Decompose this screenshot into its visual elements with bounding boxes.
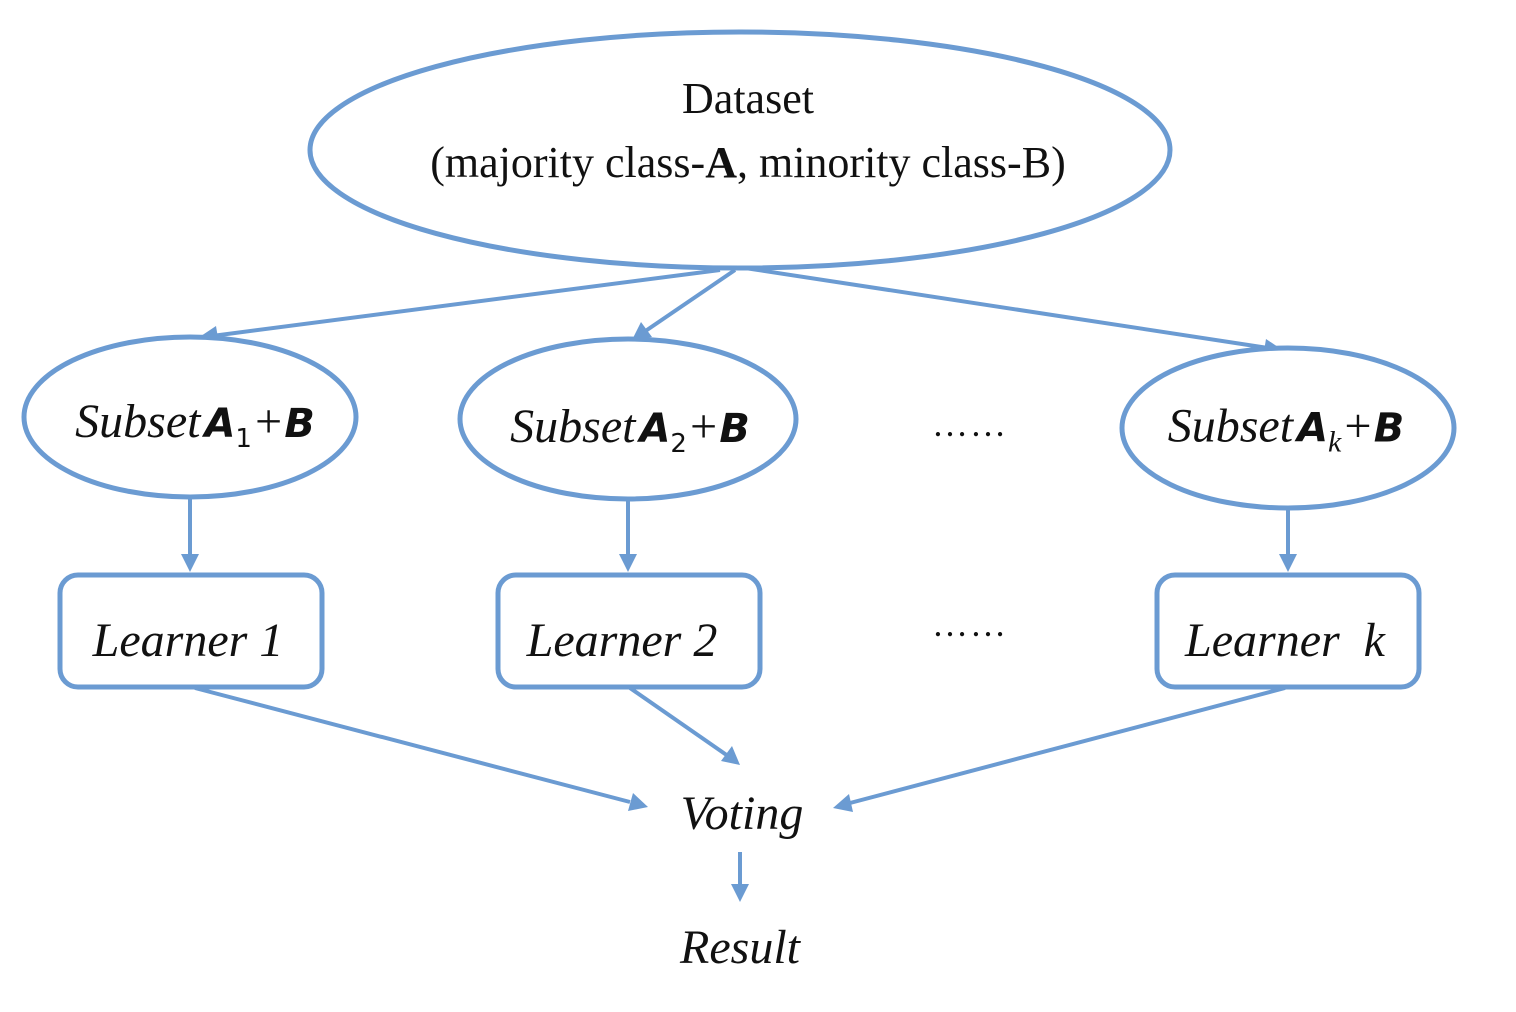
learner-ellipsis: …… bbox=[932, 604, 1008, 644]
subset-index: 2 bbox=[670, 429, 687, 459]
subset-node-1 bbox=[21, 334, 359, 500]
subset-index: k bbox=[1328, 425, 1342, 459]
plus-sign: + bbox=[686, 400, 720, 453]
subset-set-symbol: A bbox=[639, 406, 671, 452]
subset-label-k: Subset Ak+B bbox=[1167, 399, 1405, 459]
subset-word: Subset bbox=[75, 395, 201, 448]
subset-word: Subset bbox=[1167, 399, 1294, 453]
minority-class-label: B bbox=[1021, 138, 1052, 187]
minority-symbol: B bbox=[284, 401, 315, 447]
learner-label-k: Learner k bbox=[1185, 614, 1385, 667]
learner-label-1: Learner 1 bbox=[92, 614, 284, 667]
dataset-title: Dataset bbox=[682, 74, 814, 123]
arrowhead-voting-left bbox=[628, 793, 648, 811]
subset-label-2: Subset A2+B bbox=[510, 400, 750, 459]
arrow-learner-2-to-voting bbox=[628, 686, 730, 758]
subset-ellipsis: …… bbox=[932, 404, 1008, 444]
arrow-learner-k-to-voting bbox=[849, 686, 1286, 805]
subset-set-symbol: A bbox=[1297, 405, 1329, 452]
subset-index: 1 bbox=[235, 424, 252, 454]
learner-node-2 bbox=[495, 572, 763, 690]
learner-node-k bbox=[1154, 572, 1422, 690]
dataset-desc-prefix: (majority class- bbox=[430, 138, 706, 187]
subset-label-1: Subset A1+B bbox=[75, 395, 315, 454]
learner-node-1 bbox=[57, 572, 325, 690]
arrowhead-learner-k bbox=[1279, 554, 1297, 572]
subset-set-symbol: A bbox=[204, 401, 236, 447]
arrow-learner-1-to-voting bbox=[194, 686, 631, 804]
dataset-desc-suffix: ) bbox=[1051, 138, 1066, 187]
arrowhead-subset-2 bbox=[632, 322, 652, 340]
plus-sign: + bbox=[1341, 399, 1374, 453]
arrowhead-voting-top bbox=[721, 746, 740, 765]
majority-class-label: A bbox=[705, 138, 737, 187]
learner-label-2: Learner 2 bbox=[526, 614, 718, 667]
dataset-node bbox=[307, 29, 1173, 271]
arrow-dataset-to-subset-2 bbox=[642, 268, 737, 334]
result-label: Result bbox=[680, 921, 800, 974]
arrowhead-learner-1 bbox=[181, 554, 199, 572]
subset-node-2 bbox=[457, 336, 799, 502]
arrow-dataset-to-subset-k bbox=[744, 266, 1269, 350]
voting-label: Voting bbox=[680, 787, 804, 840]
minority-symbol: B bbox=[1373, 405, 1405, 452]
plus-sign: + bbox=[251, 395, 285, 448]
minority-symbol: B bbox=[719, 406, 750, 452]
dataset-description: (majority class-A, minority class-B) bbox=[430, 141, 1065, 185]
dataset-desc-mid: , minority class- bbox=[736, 138, 1022, 187]
arrow-dataset-to-subset-1 bbox=[211, 268, 721, 338]
subset-word: Subset bbox=[510, 400, 636, 453]
arrowhead-result bbox=[731, 884, 749, 902]
connectors bbox=[181, 266, 1297, 902]
subset-node-k bbox=[1119, 345, 1457, 511]
arrowhead-voting-right bbox=[833, 794, 853, 812]
arrowhead-learner-2 bbox=[619, 554, 637, 572]
